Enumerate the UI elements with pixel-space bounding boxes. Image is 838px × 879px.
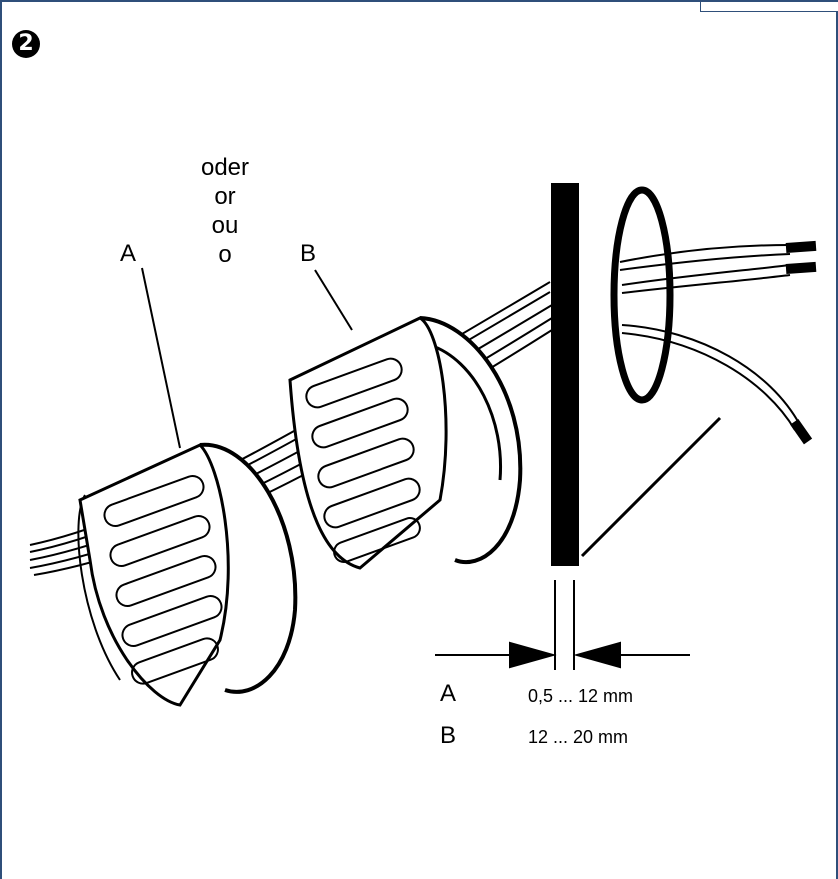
alt-word-4: o: [218, 241, 232, 268]
range-key-b: B: [440, 722, 457, 749]
range-key-a: A: [440, 680, 457, 707]
range-value-b: 12 ... 20 mm: [528, 727, 629, 747]
wall-panel: [551, 183, 579, 566]
wire-ends: [785, 240, 817, 445]
outgoing-wires: [619, 244, 801, 431]
perspective-line: [580, 416, 722, 558]
wall-opening: [610, 186, 674, 404]
header-divider: [700, 0, 701, 12]
leader-a: [141, 267, 181, 449]
frame-right-border: [836, 12, 838, 879]
label-b: B: [300, 240, 317, 267]
gland-a: [77, 442, 298, 707]
frame-left-border: [0, 0, 2, 879]
alt-word-1: oder: [200, 154, 250, 181]
step-number: 2: [18, 31, 34, 56]
range-value-a: 0,5 ... 12 mm: [528, 686, 634, 706]
label-a: A: [120, 240, 137, 267]
header-rule: [700, 11, 838, 12]
frame-top-border: [0, 0, 838, 2]
alt-word-2: or: [214, 183, 236, 210]
gland-b: [288, 316, 523, 570]
alt-word-3: ou: [211, 212, 239, 239]
leader-b: [314, 269, 353, 331]
thickness-dimension: [435, 580, 690, 670]
step-number-badge: 2: [12, 30, 40, 58]
